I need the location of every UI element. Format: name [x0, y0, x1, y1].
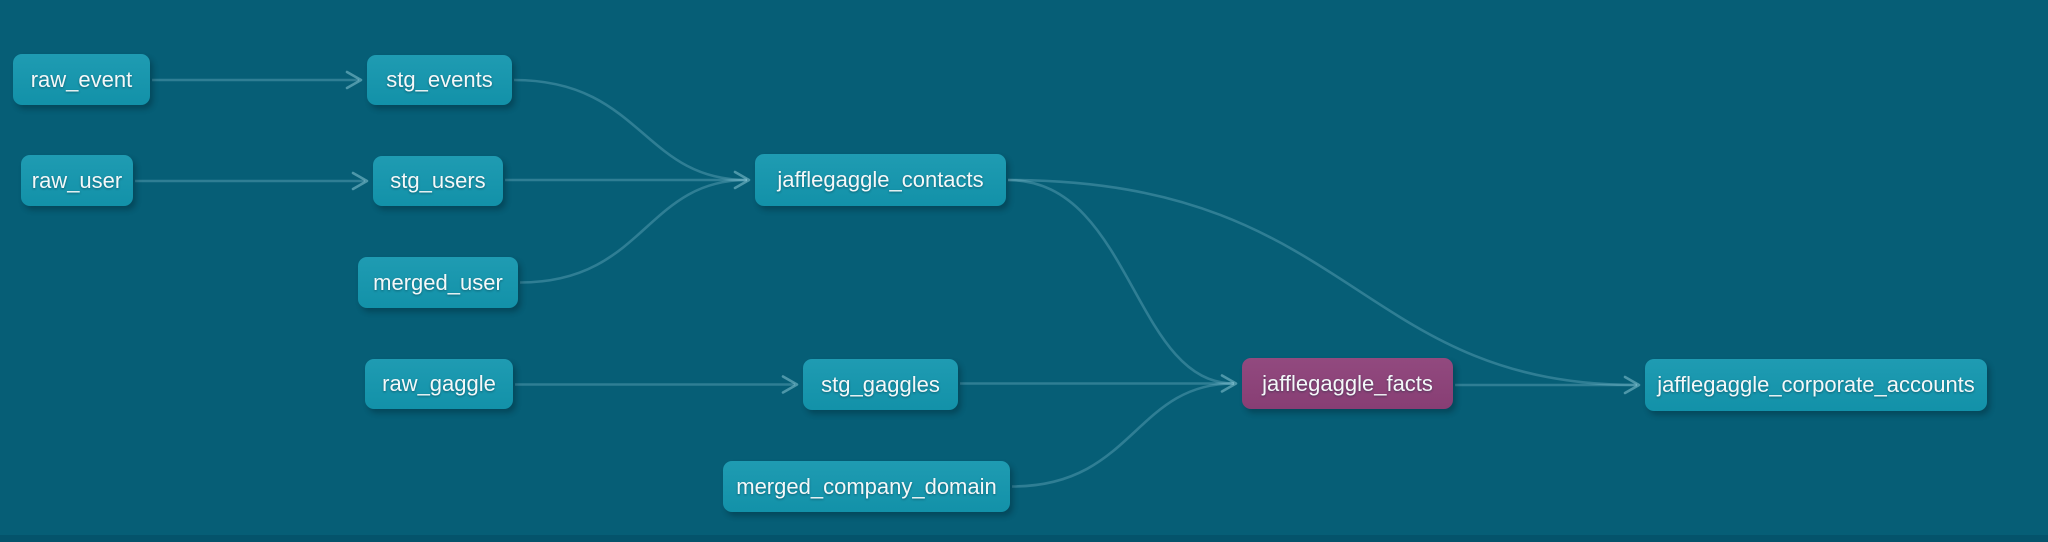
edge-merged_company_domain-to-jafflegaggle_facts: [1011, 382, 1235, 488]
arrowhead-into-jafflegaggle_facts: [1220, 374, 1238, 393]
node-label: jafflegaggle_facts: [1262, 370, 1433, 396]
node-jafflegaggle_corporate_accounts[interactable]: jafflegaggle_corporate_accounts: [1645, 359, 1987, 411]
arrowhead-into-stg_events: [345, 70, 363, 90]
arrowhead-into-stg_users: [351, 171, 369, 191]
node-raw_user[interactable]: raw_user: [21, 155, 133, 206]
node-label: stg_gaggles: [821, 371, 940, 397]
node-jafflegaggle_contacts[interactable]: jafflegaggle_contacts: [755, 154, 1006, 206]
node-label: raw_user: [31, 167, 123, 193]
node-label: jafflegaggle_corporate_accounts: [1657, 372, 1975, 397]
node-label: stg_users: [390, 168, 486, 193]
node-label: merged_user: [373, 269, 503, 295]
node-label: raw_gaggle: [382, 371, 496, 396]
node-label: jafflegaggle_contacts: [777, 167, 984, 192]
node-merged_company_domain[interactable]: merged_company_domain: [723, 461, 1010, 512]
node-stg_users[interactable]: stg_users: [373, 156, 503, 206]
edge-jafflegaggle_contacts-to-jafflegaggle_facts: [1007, 178, 1235, 385]
bottom-edge-bar: [0, 535, 2048, 542]
edge-jafflegaggle_contacts-to-jafflegaggle_corporate_accounts: [1007, 178, 1638, 387]
node-merged_user[interactable]: merged_user: [358, 257, 518, 308]
node-jafflegaggle_facts[interactable]: jafflegaggle_facts: [1242, 358, 1453, 409]
node-stg_gaggles[interactable]: stg_gaggles: [803, 359, 958, 410]
node-label: raw_event: [30, 66, 133, 92]
edge-stg_events-to-jafflegaggle_contacts: [513, 78, 748, 182]
node-stg_events[interactable]: stg_events: [367, 55, 512, 105]
arrowhead-into-jafflegaggle_corporate_accounts: [1623, 375, 1641, 395]
node-label: stg_events: [386, 67, 493, 92]
arrowhead-into-jafflegaggle_contacts: [733, 170, 751, 190]
node-label: merged_company_domain: [736, 473, 997, 499]
node-raw_gaggle[interactable]: raw_gaggle: [365, 359, 513, 409]
edge-merged_user-to-jafflegaggle_contacts: [519, 178, 748, 284]
arrowhead-into-stg_gaggles: [781, 375, 799, 394]
node-raw_event[interactable]: raw_event: [13, 54, 150, 105]
